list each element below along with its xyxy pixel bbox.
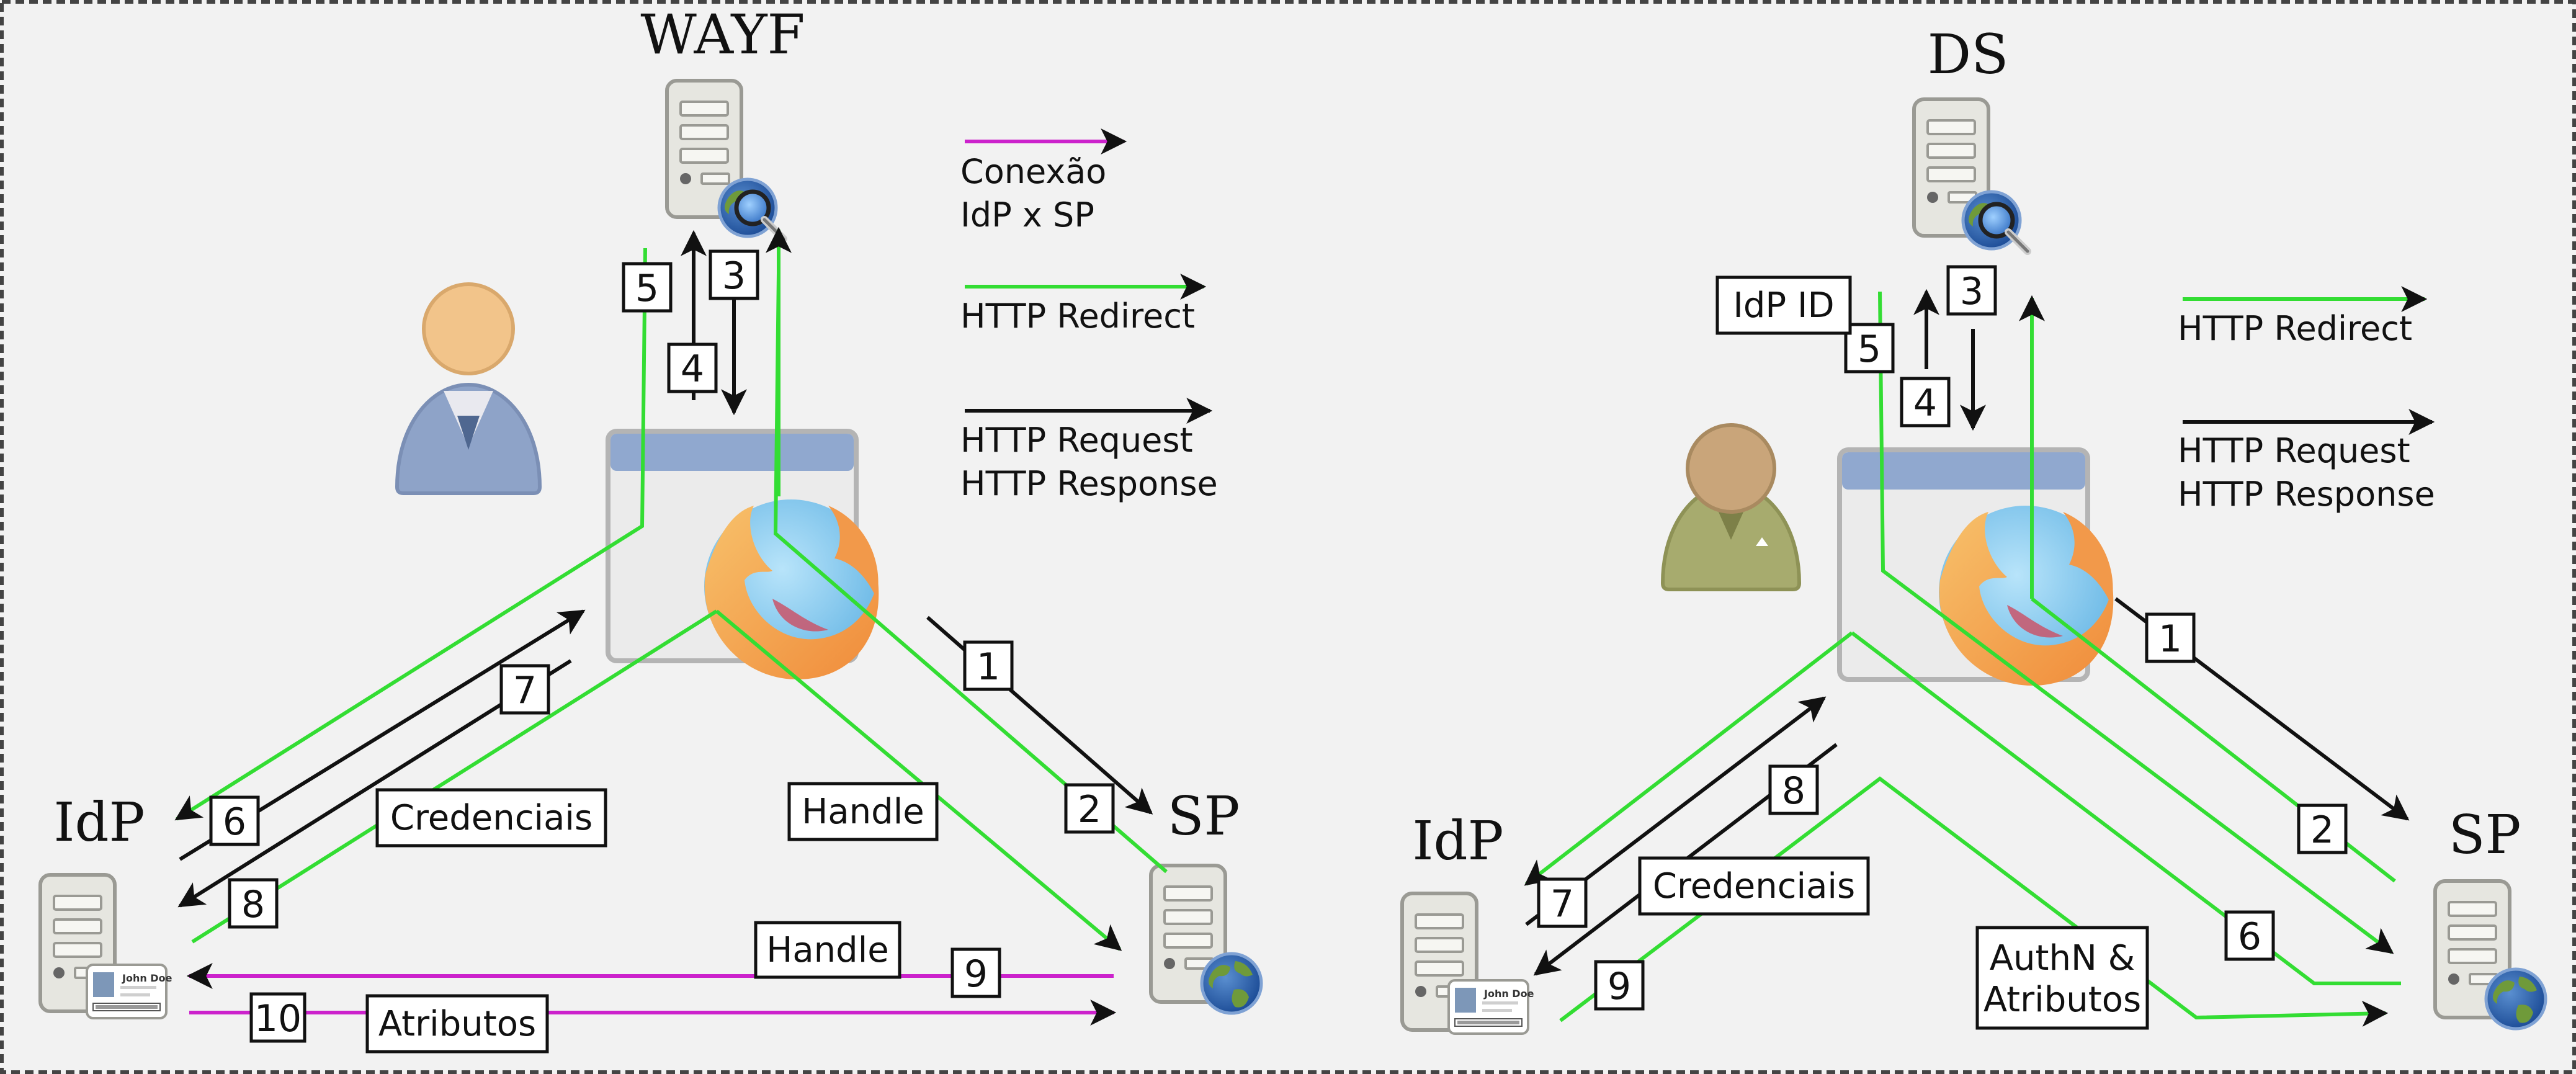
right-step-6: 6	[2238, 915, 2261, 959]
right-sp-server-icon	[2435, 881, 2546, 1029]
legend-connection-line1: Conexão	[960, 152, 1106, 191]
left-sp-title: SP	[1168, 785, 1240, 848]
left-step-3: 3	[722, 254, 746, 298]
user-icon	[395, 282, 542, 495]
left-step-8: 8	[241, 883, 265, 926]
ds-server-icon	[1914, 99, 2028, 251]
left-step-1: 1	[977, 645, 1000, 689]
right-label-authn-line2: Atributos	[1983, 980, 2141, 1020]
left-legend: Conexão IdP x SP HTTP Redirect HTTP Requ…	[960, 128, 1218, 503]
left-label-credenciais: Credenciais	[390, 798, 593, 838]
flow-redirect-credenciais	[191, 609, 718, 944]
left-steps: 5 3 4 1 2 7 6 8 9 10	[209, 249, 1115, 1043]
left-step-5: 5	[635, 267, 659, 310]
left-step-9: 9	[964, 952, 988, 996]
right-label-authn-line1: AuthN &	[1990, 938, 2135, 978]
left-label-handle-bottom: Handle	[766, 930, 888, 970]
left-idp-title: IdP	[54, 792, 145, 854]
right-legend-redirect: HTTP Redirect	[2178, 309, 2412, 348]
right-step-1: 1	[2158, 617, 2182, 661]
left-labels: Credenciais Handle Handle Atributos	[365, 782, 939, 1054]
right-sp-title: SP	[2449, 804, 2521, 866]
wayf-server-icon	[667, 81, 784, 239]
left-idp-server-icon	[40, 875, 168, 1019]
right-step-7: 7	[1550, 882, 1574, 926]
right-idp-title: IdP	[1413, 810, 1504, 872]
legend-response-label: HTTP Response	[960, 464, 1218, 503]
right-step-2: 2	[2310, 808, 2334, 852]
left-label-handle-browser: Handle	[802, 792, 924, 832]
right-flow-redirect-5-6	[1878, 291, 2394, 954]
right-labels: IdP ID Credenciais AuthN & Atributos	[1638, 275, 2149, 1030]
left-idcard-name: John Doe	[122, 972, 172, 984]
right-legend: HTTP Redirect HTTP Request HTTP Response	[2178, 286, 2435, 514]
flow-redirect-5-6	[174, 248, 647, 821]
left-step-10: 10	[254, 997, 302, 1040]
right-idcard-name: John Doe	[1483, 988, 1534, 1000]
right-step-4: 4	[1913, 382, 1937, 425]
left-sp-server-icon	[1151, 866, 1261, 1013]
right-step-8: 8	[1782, 769, 1805, 813]
left-step-4: 4	[681, 347, 704, 391]
right-step-3: 3	[1960, 270, 1983, 313]
ds-title: DS	[1928, 22, 2009, 86]
left-step-6: 6	[223, 800, 246, 844]
right-panel-ds: DS IdP John Doe SP	[1402, 22, 2546, 1035]
left-step-7: 7	[513, 669, 537, 712]
legend-connection-line2: IdP x SP	[960, 195, 1094, 235]
right-flow-redirect-7	[1524, 631, 1853, 886]
right-user-icon	[1660, 423, 1802, 591]
right-label-idp-id: IdP ID	[1733, 285, 1834, 326]
right-label-credenciais: Credenciais	[1653, 866, 1855, 906]
right-step-9: 9	[1608, 965, 1631, 1008]
flow-request-1	[926, 615, 1153, 815]
right-idp-server-icon	[1402, 893, 1529, 1035]
right-legend-response: HTTP Response	[2178, 475, 2435, 514]
left-label-atributos: Atributos	[378, 1004, 536, 1044]
right-legend-request: HTTP Request	[2178, 431, 2410, 470]
legend-redirect-label: HTTP Redirect	[960, 297, 1195, 336]
legend-request-label: HTTP Request	[960, 421, 1193, 460]
left-panel-wayf: WAYF IdP John Doe SP	[40, 2, 1261, 1054]
wayf-title: WAYF	[640, 2, 805, 66]
left-step-2: 2	[1078, 788, 1101, 831]
right-step-5: 5	[1858, 328, 1881, 371]
right-steps: 5 3 4 1 2 6 8 7 9	[1537, 265, 2348, 1011]
flow-redirect-handle	[715, 609, 1122, 951]
right-flow-redirect-idp	[1851, 631, 2401, 985]
